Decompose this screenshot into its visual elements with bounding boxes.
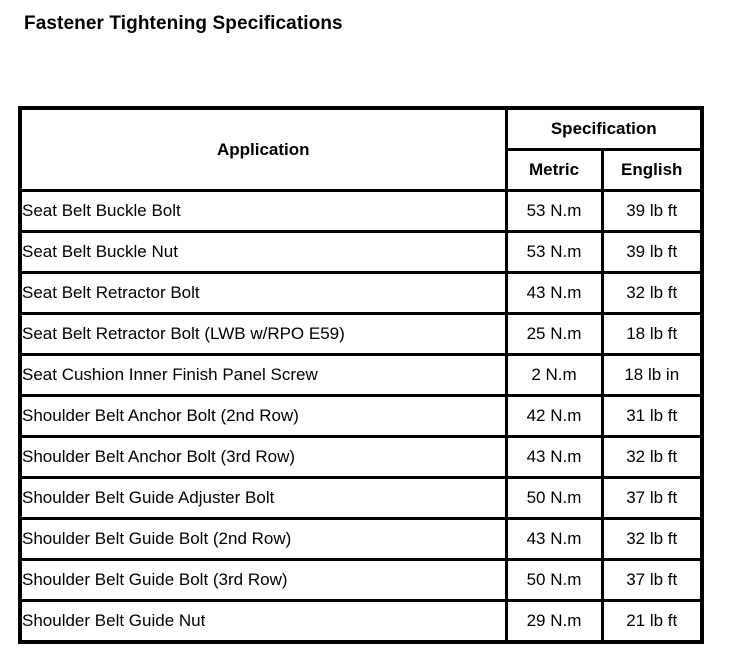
cell-metric-value: 50 N.m <box>504 558 604 602</box>
specifications-table-container: Application Specification Metric English… <box>18 106 704 644</box>
cell-english-value: 37 lb ft <box>600 476 704 520</box>
cell-metric-value: 43 N.m <box>504 517 604 561</box>
cell-application: Seat Cushion Inner Finish Panel Screw <box>18 353 508 397</box>
cell-english-value: 32 lb ft <box>600 517 704 561</box>
cell-application: Seat Belt Buckle Bolt <box>18 189 508 233</box>
cell-application: Shoulder Belt Guide Bolt (3rd Row) <box>18 558 508 602</box>
cell-english-value: 39 lb ft <box>600 230 704 274</box>
cell-metric-value: 2 N.m <box>504 353 604 397</box>
cell-english-value: 18 lb in <box>600 353 704 397</box>
cell-metric-value: 25 N.m <box>504 312 604 356</box>
table-row: Shoulder Belt Anchor Bolt (2nd Row)42 N.… <box>18 394 704 438</box>
cell-metric-value: 43 N.m <box>504 435 604 479</box>
cell-english-value: 18 lb ft <box>600 312 704 356</box>
cell-application: Shoulder Belt Anchor Bolt (2nd Row) <box>18 394 508 438</box>
fastener-specifications-table: Application Specification Metric English… <box>18 106 704 644</box>
cell-english-value: 21 lb ft <box>600 599 704 644</box>
cell-metric-value: 43 N.m <box>504 271 604 315</box>
table-header: Application Specification Metric English <box>18 106 704 192</box>
column-header-metric: Metric <box>504 148 604 192</box>
cell-application: Seat Belt Retractor Bolt <box>18 271 508 315</box>
cell-metric-value: 53 N.m <box>504 189 604 233</box>
cell-application: Shoulder Belt Guide Bolt (2nd Row) <box>18 517 508 561</box>
page-title: Fastener Tightening Specifications <box>24 13 343 34</box>
cell-application: Seat Belt Retractor Bolt (LWB w/RPO E59) <box>18 312 508 356</box>
table-row: Shoulder Belt Anchor Bolt (3rd Row)43 N.… <box>18 435 704 479</box>
cell-application: Shoulder Belt Guide Nut <box>18 599 508 644</box>
table-header-row-2: Metric English <box>20 148 704 192</box>
cell-english-value: 37 lb ft <box>600 558 704 602</box>
column-header-specification: Specification <box>504 106 704 151</box>
cell-english-value: 31 lb ft <box>600 394 704 438</box>
table-header-row-1: Application Specification <box>18 106 704 192</box>
table-row: Shoulder Belt Guide Bolt (2nd Row)43 N.m… <box>18 517 704 561</box>
cell-metric-value: 53 N.m <box>504 230 604 274</box>
cell-english-value: 32 lb ft <box>600 435 704 479</box>
cell-application: Shoulder Belt Guide Adjuster Bolt <box>18 476 508 520</box>
column-header-application: Application <box>18 106 508 192</box>
table-row: Shoulder Belt Guide Bolt (3rd Row)50 N.m… <box>18 558 704 602</box>
column-header-english: English <box>600 148 704 192</box>
cell-english-value: 32 lb ft <box>600 271 704 315</box>
cell-metric-value: 29 N.m <box>504 599 604 644</box>
cell-application: Shoulder Belt Anchor Bolt (3rd Row) <box>18 435 508 479</box>
cell-metric-value: 50 N.m <box>504 476 604 520</box>
cell-metric-value: 42 N.m <box>504 394 604 438</box>
cell-application: Seat Belt Buckle Nut <box>18 230 508 274</box>
table-row: Seat Belt Retractor Bolt (LWB w/RPO E59)… <box>18 312 704 356</box>
cell-english-value: 39 lb ft <box>600 189 704 233</box>
